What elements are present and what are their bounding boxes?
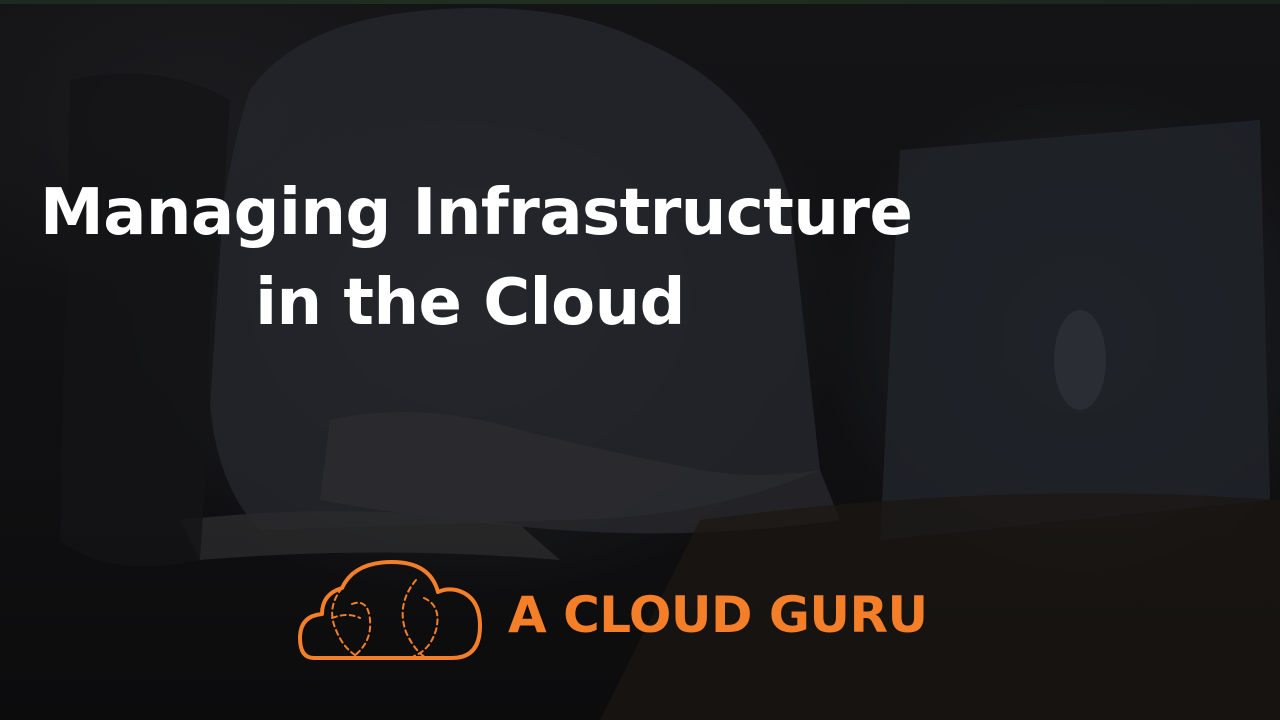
cloud-logo-icon: [298, 560, 482, 660]
title-line-2: in the Cloud: [255, 266, 685, 340]
slide-title: Managing Infrastructure in the Cloud: [40, 168, 913, 348]
top-accent-bar: [0, 0, 1280, 4]
brand-lockup: A CLOUD GURU: [296, 558, 996, 668]
brand-name: A CLOUD GURU: [508, 586, 928, 644]
title-line-1: Managing Infrastructure: [40, 176, 913, 250]
